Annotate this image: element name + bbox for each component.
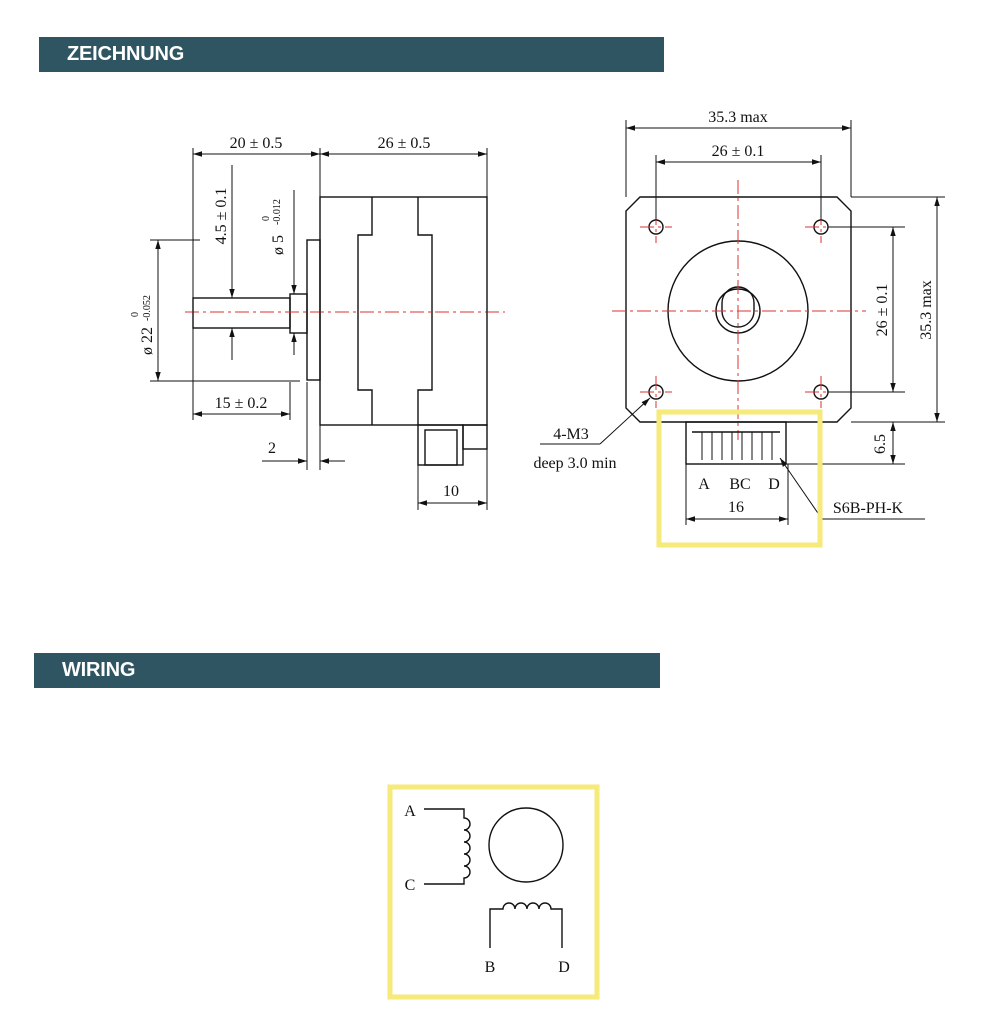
dim-boss-diameter: ø 22 0 -0.052: [130, 295, 156, 355]
wiring-diagram: A C B D: [387, 784, 600, 1000]
section-title-wiring: WIRING: [34, 653, 660, 688]
wire-label-d: D: [558, 959, 570, 976]
dim-connector-pitch: 16: [728, 499, 744, 516]
dim-flat-length: 15 ± 0.2: [215, 395, 268, 412]
front-view: 35.3 max 26 ± 0.1 26 ± 0.1 35.3 max 6.5 …: [533, 109, 945, 548]
connector-inner: [424, 429, 458, 466]
dim-hole-spacing-v: 26 ± 0.1: [874, 284, 891, 337]
coil-ac: [424, 808, 471, 885]
motor-body: [319, 196, 488, 426]
wire-label-c: C: [405, 877, 416, 894]
front-flange: [306, 239, 321, 381]
section-title-drawing: ZEICHNUNG: [39, 37, 664, 72]
svg-text:-0.052: -0.052: [142, 295, 153, 321]
svg-text:ø 5: ø 5: [270, 235, 287, 255]
dim-boss-height: 2: [268, 440, 276, 457]
connector-latch: [462, 424, 488, 450]
dim-flat-depth: 4.5 ± 0.1: [213, 188, 230, 245]
mount-depth-label: deep 3.0 min: [533, 455, 616, 472]
mount-holes-label: 4-M3: [553, 426, 589, 443]
stator-profile-left: [357, 197, 373, 425]
dim-shaft-diameter: ø 5 0 -0.012: [261, 199, 287, 255]
boss: [289, 293, 308, 334]
dim-connector-width: 10: [443, 483, 459, 500]
rotor-circle: [488, 807, 564, 883]
wire-label-a: A: [404, 803, 416, 820]
dim-shaft-length: 20 ± 0.5: [230, 135, 283, 152]
motor-face: [625, 196, 852, 423]
coil-bd: [489, 902, 563, 948]
wiring-highlight: [387, 784, 600, 1000]
connector-highlight: [656, 409, 823, 548]
connector-model-label: S6B-PH-K: [833, 500, 904, 517]
stator-profile-right: [417, 197, 433, 425]
dim-hole-spacing-h: 26 ± 0.1: [712, 143, 765, 160]
connector-front: [685, 421, 787, 465]
dim-width-max: 35.3 max: [708, 109, 768, 126]
side-view: 20 ± 0.5 26 ± 0.5 4.5 ± 0.1 ø 5 0 -0.012…: [130, 135, 505, 510]
svg-text:0: 0: [261, 216, 272, 221]
dim-body-length: 26 ± 0.5: [378, 135, 431, 152]
pin-label-bc: BC: [729, 476, 750, 493]
pin-label-a: A: [698, 476, 710, 493]
dim-height-max: 35.3 max: [918, 280, 935, 340]
svg-text:ø 22: ø 22: [139, 327, 156, 355]
dim-connector-height: 6.5: [872, 434, 889, 454]
shaft-flat: [721, 286, 755, 328]
svg-text:0: 0: [130, 312, 141, 317]
svg-text:-0.012: -0.012: [272, 199, 283, 225]
pin-label-d: D: [768, 476, 780, 493]
shaft: [192, 297, 291, 329]
wire-label-b: B: [485, 959, 496, 976]
